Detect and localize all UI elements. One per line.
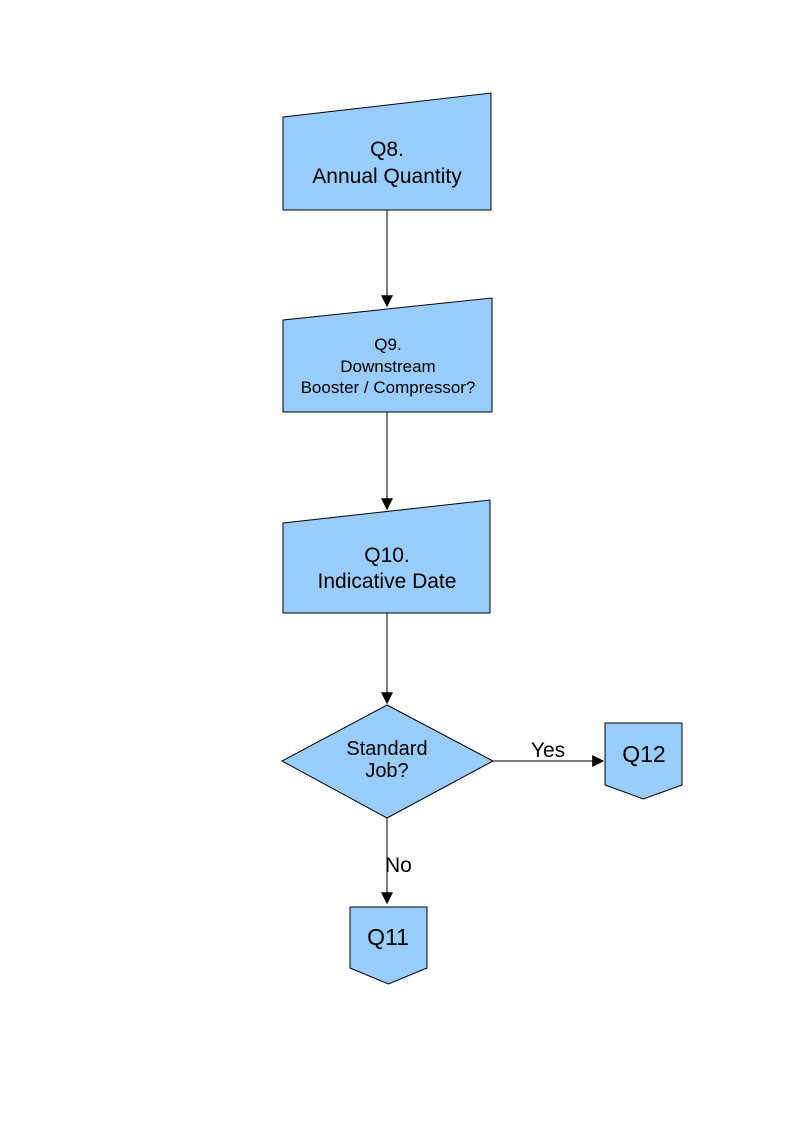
node-q11-label: Q11 (367, 924, 409, 950)
node-q8-label-line2: Annual Quantity (312, 165, 462, 188)
node-decision-label-line1: Standard (346, 738, 427, 760)
node-q10-label-line1: Q10. (364, 544, 410, 567)
node-q10-indicative-date (282, 499, 491, 614)
node-q12-offpage-connector (604, 722, 683, 800)
node-decision-label-line2: Job? (365, 760, 408, 782)
node-decision-standard-job (280, 704, 495, 819)
node-q9-label-line3: Booster / Compressor? (301, 378, 476, 397)
node-q8-label-line1: Q8. (370, 138, 404, 161)
edge-label-no: No (385, 854, 412, 877)
node-q9-downstream-booster (282, 297, 493, 413)
node-q9-label-line2: Downstream (340, 357, 435, 376)
node-q11-offpage-connector (349, 906, 428, 985)
edge-label-yes: Yes (531, 739, 565, 762)
node-q10-label-line2: Indicative Date (318, 570, 457, 593)
node-q12-label: Q12 (622, 741, 665, 767)
node-q8-annual-quantity (282, 92, 492, 211)
node-q9-label-line1: Q9. (374, 335, 401, 354)
